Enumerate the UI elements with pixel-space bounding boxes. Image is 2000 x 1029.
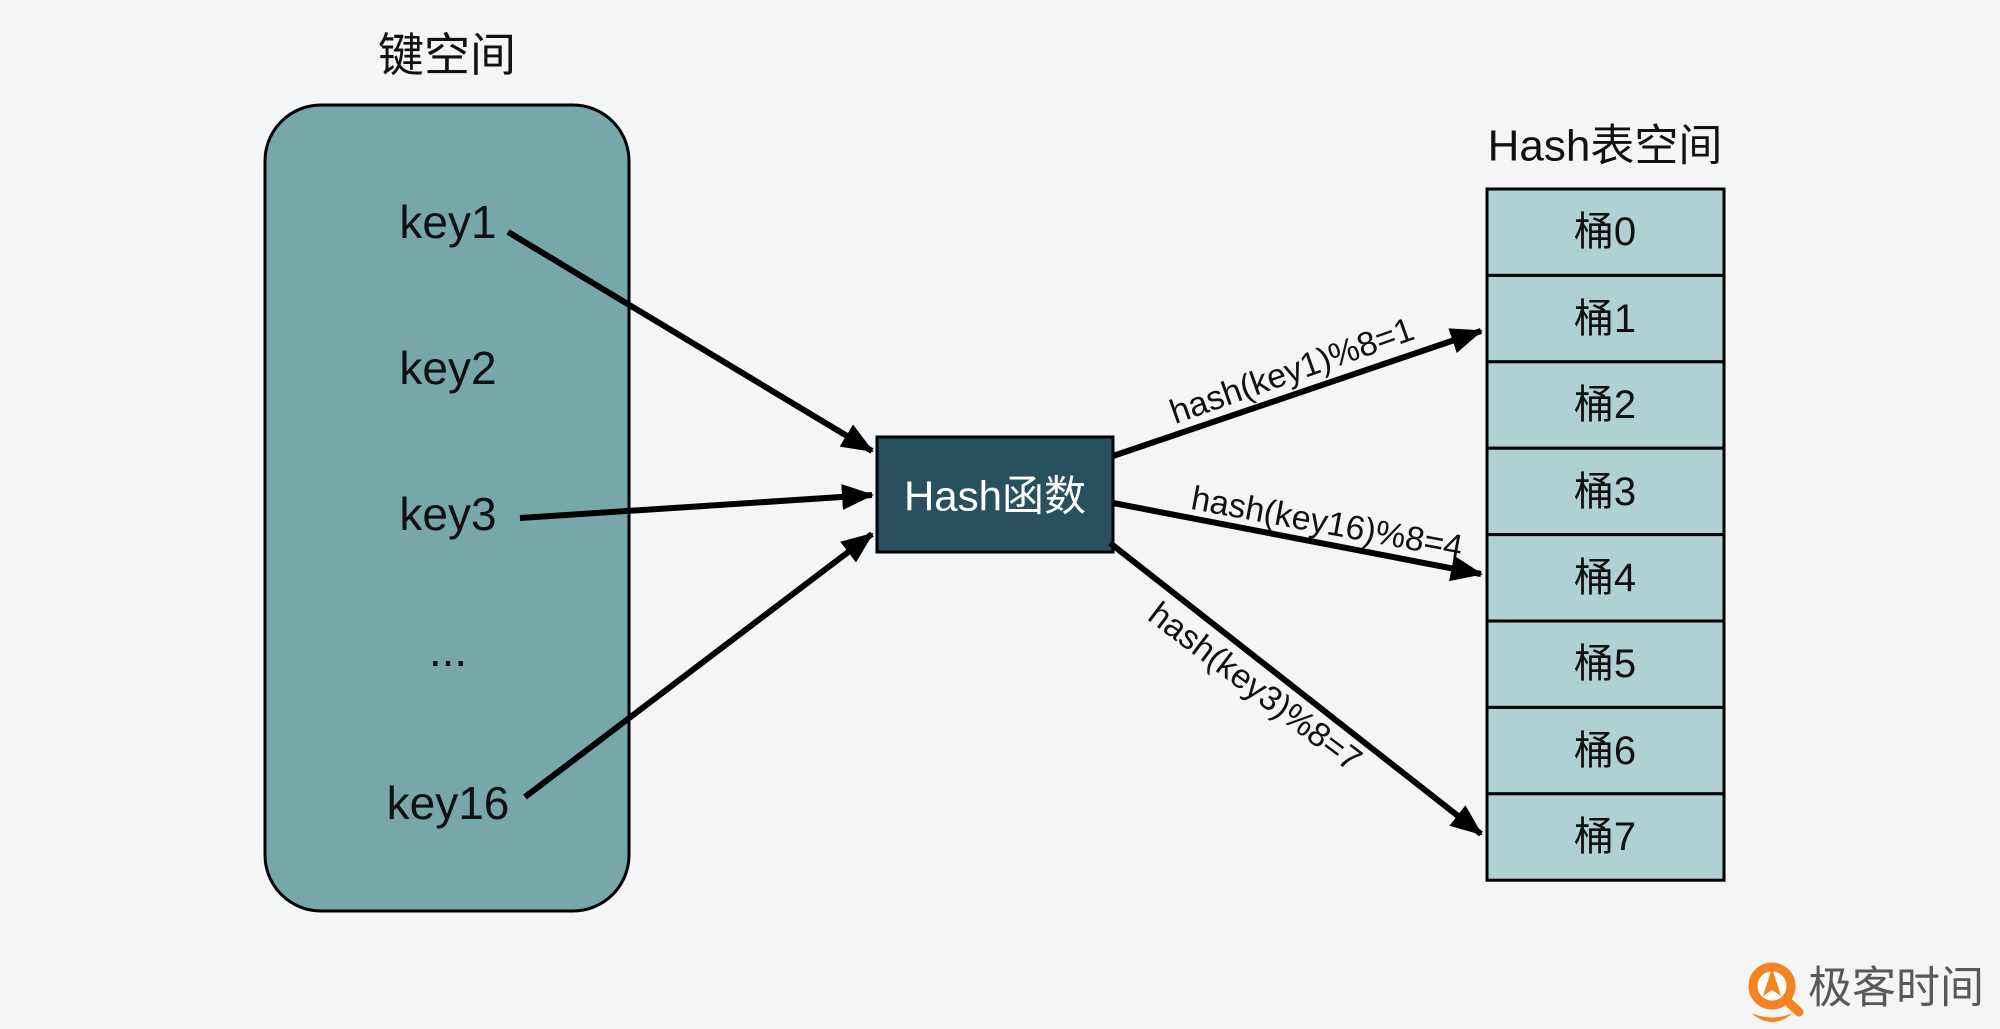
hash-table-title: Hash表空间 (1488, 122, 1723, 171)
arrow-label-hash-key1: hash(key1)%8=1 (1165, 310, 1419, 431)
key-item-key1: key1 (399, 196, 496, 248)
arrow-key16-to-hash (523, 531, 874, 800)
bucket-label-1: 桶1 (1574, 297, 1636, 341)
bucket-row-2: 桶2 (1485, 360, 1726, 450)
bucket-row-1: 桶1 (1485, 273, 1726, 364)
geektime-logo-icon (1748, 962, 1804, 1022)
bucket-row-0: 桶0 (1485, 187, 1726, 277)
bucket-label-2: 桶2 (1574, 383, 1636, 427)
bucket-label-4: 桶4 (1574, 556, 1636, 600)
geektime-logo-text: 极客时间 (1808, 964, 1984, 1013)
arrow-label-hash-key16: hash(key16)%8=4 (1188, 479, 1465, 566)
bucket-label-0: 桶0 (1574, 210, 1636, 254)
bucket-label-5: 桶5 (1574, 642, 1636, 686)
key-item-key2: key2 (399, 342, 496, 394)
geektime-logo: 极客时间 (1748, 962, 1984, 1022)
key-item-key16: key16 (387, 777, 510, 829)
arrow-key3-to-hash (519, 483, 874, 521)
arrow-label-hash-key3: hash(key3)%8=7 (1141, 595, 1368, 779)
bucket-label-7: 桶7 (1574, 815, 1636, 859)
hash-function-box (875, 435, 1115, 554)
bucket-row-4: 桶4 (1485, 533, 1726, 623)
key-item-ellipsis: ... (429, 624, 467, 676)
hash-function-label: Hash函数 (904, 473, 1086, 520)
bucket-label-6: 桶6 (1574, 729, 1636, 773)
bucket-row-5: 桶5 (1485, 619, 1726, 709)
bucket-row-3: 桶3 (1485, 446, 1726, 537)
bucket-row-6: 桶6 (1485, 705, 1726, 796)
arrow-hash-to-bucket4 (1112, 500, 1483, 582)
bucket-label-3: 桶3 (1574, 470, 1636, 514)
arrow-hash-to-bucket1 (1112, 328, 1483, 459)
arrow-key1-to-hash (506, 229, 874, 454)
bucket-row-7: 桶7 (1485, 792, 1726, 882)
key-space-title: 键空间 (378, 29, 516, 81)
key-item-key3: key3 (399, 488, 496, 540)
arrow-hash-to-bucket7 (1108, 540, 1483, 837)
